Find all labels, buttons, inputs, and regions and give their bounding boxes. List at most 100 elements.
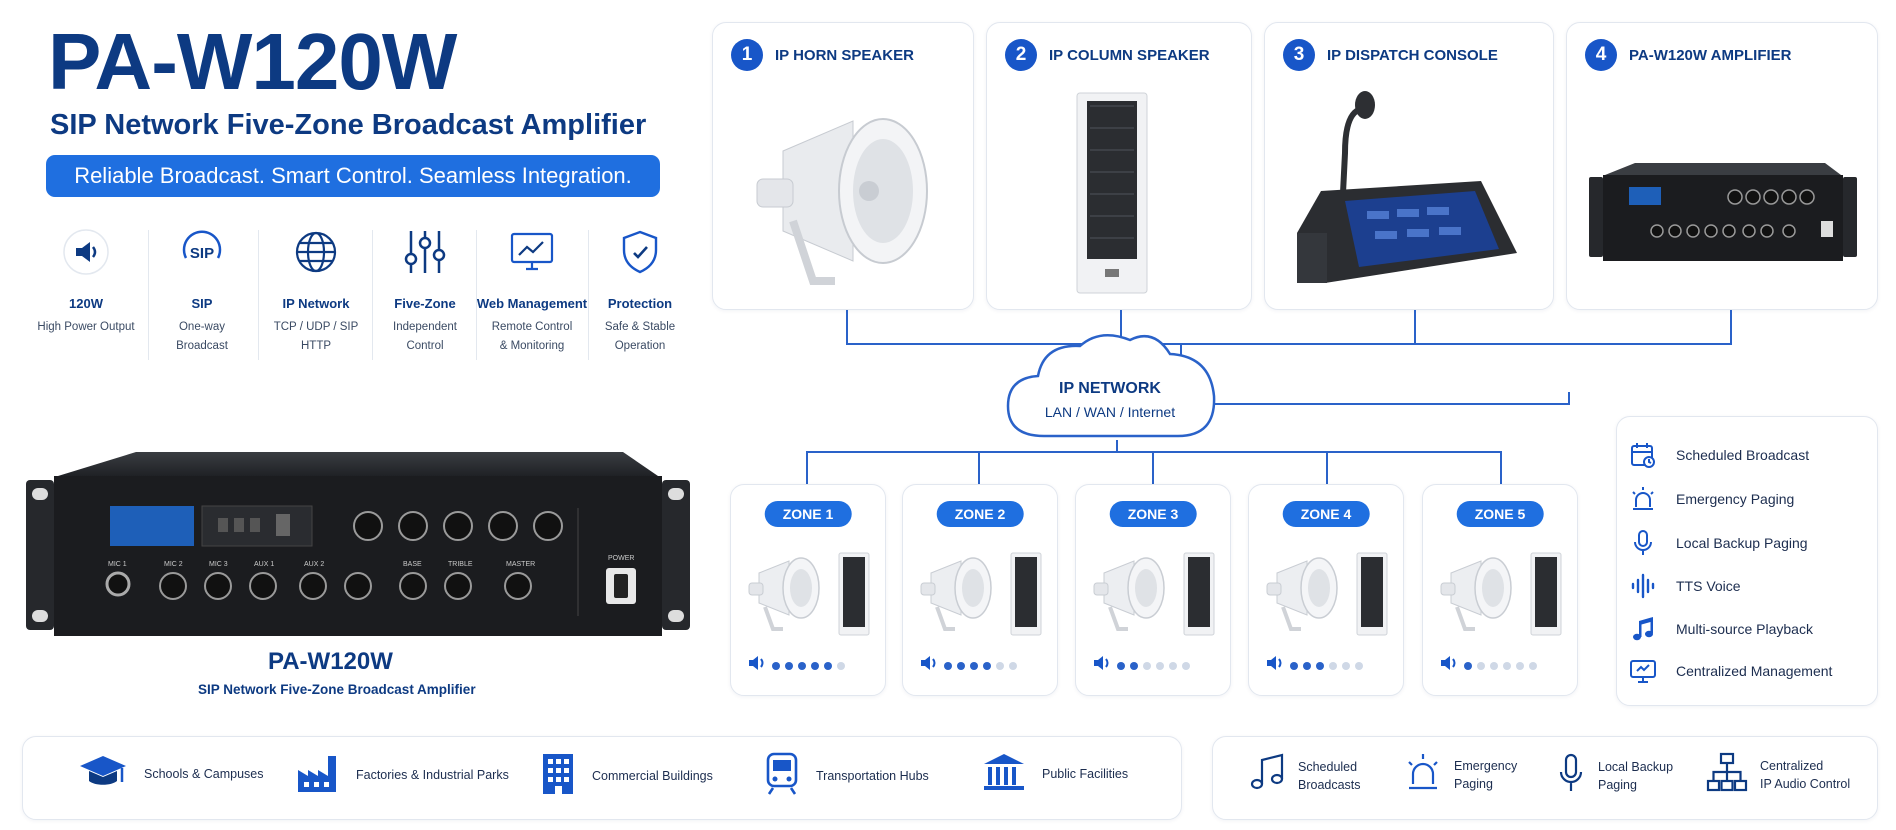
siren-icon [1404,752,1442,797]
sip-icon: SIP [146,228,258,276]
application-item: Factories & Industrial Parks [296,752,509,797]
zone-volume[interactable] [1439,654,1537,677]
sliders-icon [369,228,481,276]
column-speaker-image [1076,92,1148,294]
page-subtitle: SIP Network Five-Zone Broadcast Amplifie… [50,109,647,141]
zone-card-2: ZONE 2 [902,484,1058,696]
device-card-column-speaker: 2 IP COLUMN SPEAKER [986,22,1252,310]
function-label: TTS Voice [1676,578,1741,594]
network-subtitle: LAN / WAN / Internet [1044,404,1176,420]
management-monitor-icon [1628,656,1658,686]
volume-dot [1477,661,1485,670]
volume-dot [1464,661,1472,670]
amp-label-mic2: MIC 2 [164,561,183,568]
music-note-icon [1628,614,1658,644]
feature-title: Web Management [476,296,588,311]
zone-speakers-image [1440,552,1562,636]
device-number: 3 [1283,39,1315,71]
function-item: Local Backup Paging [1628,528,1808,558]
zone-volume[interactable] [919,654,1017,677]
feature-desc: Remote Control& Monitoring [491,321,573,352]
function-item: Centralized Management [1628,656,1832,686]
application-label: Public Facilities [1042,766,1129,781]
volume-dot [1130,661,1138,670]
volume-dot [1169,661,1177,670]
feature-title: IP Network [282,296,350,311]
function-item: Multi-source Playback [1628,614,1813,644]
device-card-amplifier: 4 PA-W120W AMPLIFIER [1566,22,1878,310]
volume-dot [1009,661,1017,670]
volume-dot [798,661,806,670]
application-label: Transportation Hubs [816,768,929,783]
network-tree-icon [1706,752,1748,797]
volume-dot [1290,661,1298,670]
volume-dot [1516,661,1524,670]
amplifier-thumbnail-image [1589,163,1857,261]
graduation-cap-icon [78,752,128,795]
amplifier-product-image: MIC 1 MIC 2 MIC 3 AUX 1 AUX 2 BASE TRIBL… [26,452,690,636]
function-label: Emergency Paging [1676,491,1795,507]
zone-volume[interactable] [1092,654,1190,677]
zone-speakers-image [1093,552,1215,636]
zone-speakers-image [748,552,870,636]
waveform-icon [1628,571,1658,601]
amplifier-caption-title: PA-W120W [268,648,393,675]
zone-speakers-image [1266,552,1388,636]
application-item: Public Facilities [982,752,1128,795]
device-title: IP COLUMN SPEAKER [1049,46,1210,64]
zone-label: ZONE 5 [1456,501,1544,527]
device-number: 4 [1585,39,1617,71]
tagline-text: Reliable Broadcast. Smart Control. Seaml… [74,163,632,188]
volume-icon [1265,654,1285,677]
volume-level-dots [772,661,845,670]
volume-icon [1092,654,1112,677]
tagline-banner: Reliable Broadcast. Smart Control. Seaml… [46,155,660,197]
volume-dot [1490,661,1498,670]
volume-level-dots [1290,661,1363,670]
feature-power: 120W High Power Output [30,228,142,337]
factory-icon [296,752,340,797]
volume-dot [837,661,845,670]
volume-dot [1117,661,1125,670]
function-label: Scheduled Broadcast [1676,447,1810,463]
volume-dot [1303,661,1311,670]
function-item: Emergency Paging [1628,484,1794,514]
application-label: Commercial Buildings [592,768,713,783]
bottom-features-bar [1212,736,1878,820]
device-title: IP HORN SPEAKER [775,46,914,64]
amp-label-treble: TRIBLE [448,561,473,568]
volume-dot [944,661,952,670]
zone-label: ZONE 2 [936,501,1024,527]
microphone-icon [1628,528,1658,558]
zone-volume[interactable] [747,654,845,677]
ip-network-cloud [1006,333,1216,438]
device-number: 1 [731,39,763,71]
device-number: 2 [1005,39,1037,71]
amp-label-master: MASTER [506,561,535,568]
zone-card-3: ZONE 3 [1075,484,1231,696]
zone-card-4: ZONE 4 [1248,484,1404,696]
public-building-icon [982,752,1026,795]
zone-volume[interactable] [1265,654,1363,677]
device-title: PA-W120W AMPLIFIER [1629,46,1792,64]
svg-text:SIP: SIP [190,245,214,262]
volume-dot [1329,661,1337,670]
volume-icon [919,654,939,677]
feature-title: 120W [69,296,103,311]
calendar-icon [1628,440,1658,470]
device-card-horn-speaker: 1 IP HORN SPEAKER [712,22,974,310]
volume-icon [747,654,767,677]
zone-speakers-image [920,552,1042,636]
